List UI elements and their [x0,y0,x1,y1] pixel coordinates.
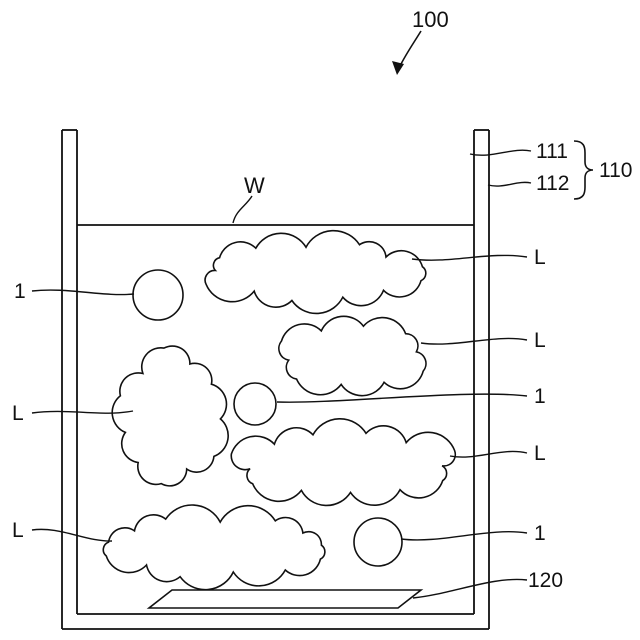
label-120: 120 [528,569,563,592]
label-110: 110 [599,159,632,182]
leader-lines [31,30,532,599]
leader-floc-bottom [31,528,113,542]
floc-cloud-middle [278,315,427,397]
label-floc-bottom-left: L [12,519,24,542]
flocs [102,229,457,591]
floc-cloud-bottom [102,504,326,591]
bubble-circle-bottom-right [353,517,403,567]
labels: 100 W 111 112 110 1 L L L L 1 L 1 120 [12,7,632,592]
leader-bubble-top-left [31,289,135,296]
floc-cloud-top [204,229,427,315]
label-bubble-bottom-right: 1 [534,522,546,545]
leader-112 [487,181,532,187]
floc-cloud-wide [230,418,457,507]
leader-100 [399,30,422,67]
floc-cloud-left [111,345,229,487]
label-112: 112 [536,172,569,195]
leader-w [232,195,253,224]
brace-110 [573,140,594,200]
bubble-circle-center [233,382,277,426]
label-100: 100 [412,7,449,32]
leader-floc-top [411,254,528,261]
leader-111 [469,149,532,156]
bubbles [132,269,403,567]
label-floc-middle-right: L [534,329,546,352]
leader-floc-middle [420,337,528,345]
bottom-plate [146,589,424,609]
leader-floc-left [31,410,134,414]
label-w: W [244,173,265,198]
label-floc-left: L [12,402,24,425]
bubble-circle-top-left [132,269,184,321]
vessel [61,129,490,630]
arrowhead-100 [392,61,404,75]
leader-bubble-bottom [400,531,528,541]
label-floc-wide-right: L [534,442,546,465]
leader-bubble-center [276,393,528,403]
leader-120 [412,578,528,599]
label-111: 111 [536,140,568,163]
label-bubble-center-right: 1 [534,385,546,408]
leader-floc-wide [449,450,528,458]
label-bubble-top-left: 1 [14,280,26,303]
label-floc-top-right: L [534,246,546,269]
